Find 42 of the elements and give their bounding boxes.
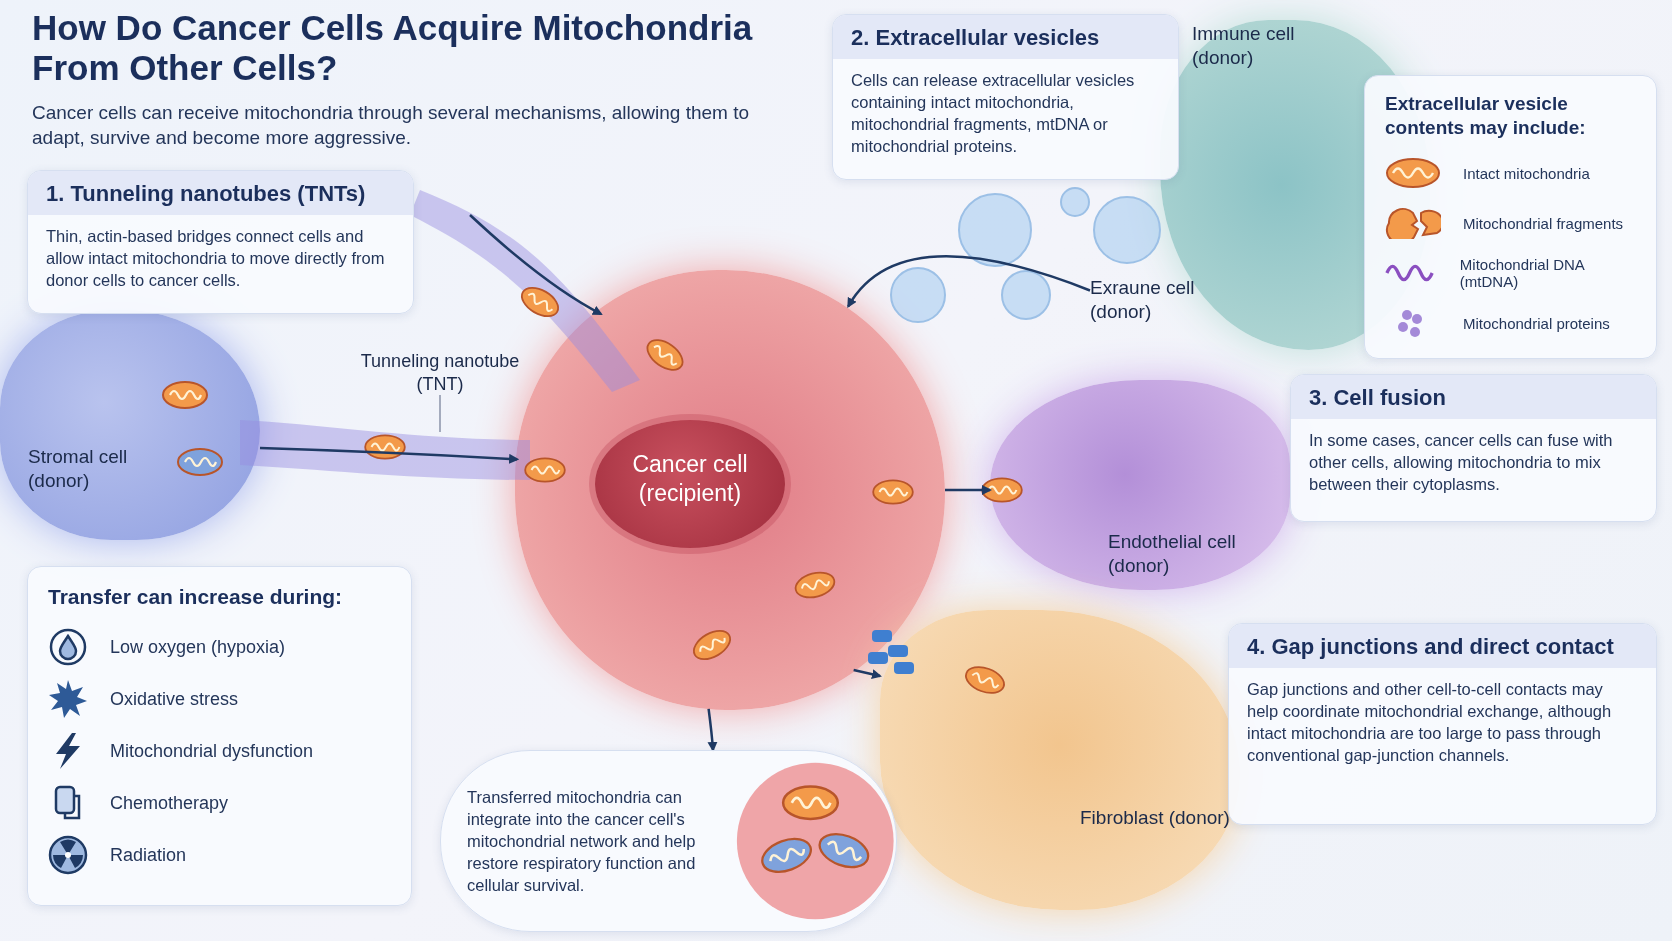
panel-text: Transferred mitochondria can integrate into the cancer cell's mitochondrial network and help restore respiratory function and cellular survival. (466, 787, 697, 896)
info-panel (27, 170, 414, 314)
cell-label: Fibroblast (donor) (1080, 806, 1230, 830)
panel-text: In some cases, cancer cells can fuse with other cells, allowing mitochondria to mix between their cytoplasms. (1308, 430, 1614, 495)
leader-line (439, 394, 441, 433)
list-item: Oxidative stress (110, 688, 239, 710)
info-panel (832, 14, 1179, 180)
info-panel (1228, 623, 1657, 825)
legend-panel (1364, 75, 1657, 359)
cell-label: Endothelial cell (donor) (1108, 530, 1237, 578)
arrow (853, 668, 882, 680)
info-panel (27, 566, 412, 906)
panel-text: Thin, actin-based bridges connect cells and allow intact mitochondria to move directly from donor cells to cancer cells. (45, 226, 386, 291)
info-panel (1290, 374, 1657, 522)
arrow (847, 255, 1091, 308)
arrow (259, 446, 520, 464)
arrow (469, 214, 603, 316)
panel-heading: 2. Extracellular vesicles (833, 15, 1178, 59)
arrow (945, 485, 992, 496)
cell-label: Immune cell (donor) (1192, 22, 1296, 70)
cell-label: Exraune cell (donor) (1090, 276, 1240, 334)
cell-label: Stromal cell (donor) (28, 445, 129, 493)
panel-heading: 3. Cell fusion (1291, 375, 1656, 419)
panel-heading: Extracellular vesicle contents may include: (1384, 92, 1587, 140)
panel-heading: 1. Tunneling nanotubes (TNTs) (28, 171, 413, 215)
list-item: Radiation (110, 844, 187, 866)
legend-label: Intact mitochondria (1463, 164, 1590, 182)
cell-label: Tunneling nanotube (TNT) (350, 350, 530, 395)
cell-label: Cancer cell (recipient) (631, 450, 749, 508)
panel-text: Gap junctions and other cell-to-cell contacts may help coordinate mitochondrial exchange, although intact mitochondria are too large to pass through conventional gap-junction channels. (1246, 679, 1613, 766)
list-item: Low oxygen (hypoxia) (110, 636, 286, 658)
panel-heading: 4. Gap junctions and direct contact (1229, 624, 1656, 668)
list-item: Mitochondrial dysfunction (110, 740, 314, 762)
panel-text: Cells can release extracellular vesicles containing intact mitochondria, mitochondrial fragments, mtDNA or mitochondrial proteins. (850, 70, 1136, 157)
panel-heading: Transfer can increase during: (47, 584, 344, 610)
subtitle: Cancer cells can receive mitochondria through several mechanisms, allowing them to adapt, survive and become more aggressive. (32, 101, 751, 150)
list-item: Chemotherapy (110, 792, 229, 814)
arrow (707, 708, 718, 752)
legend-label: Mitochondrial proteins (1463, 314, 1610, 332)
title: How Do Cancer Cells Acquire Mitochondria From Other Cells? (32, 8, 754, 88)
legend-label: Mitochondrial fragments (1463, 214, 1624, 232)
legend-label: Mitochondrial DNA (mtDNA) (1459, 256, 1586, 290)
